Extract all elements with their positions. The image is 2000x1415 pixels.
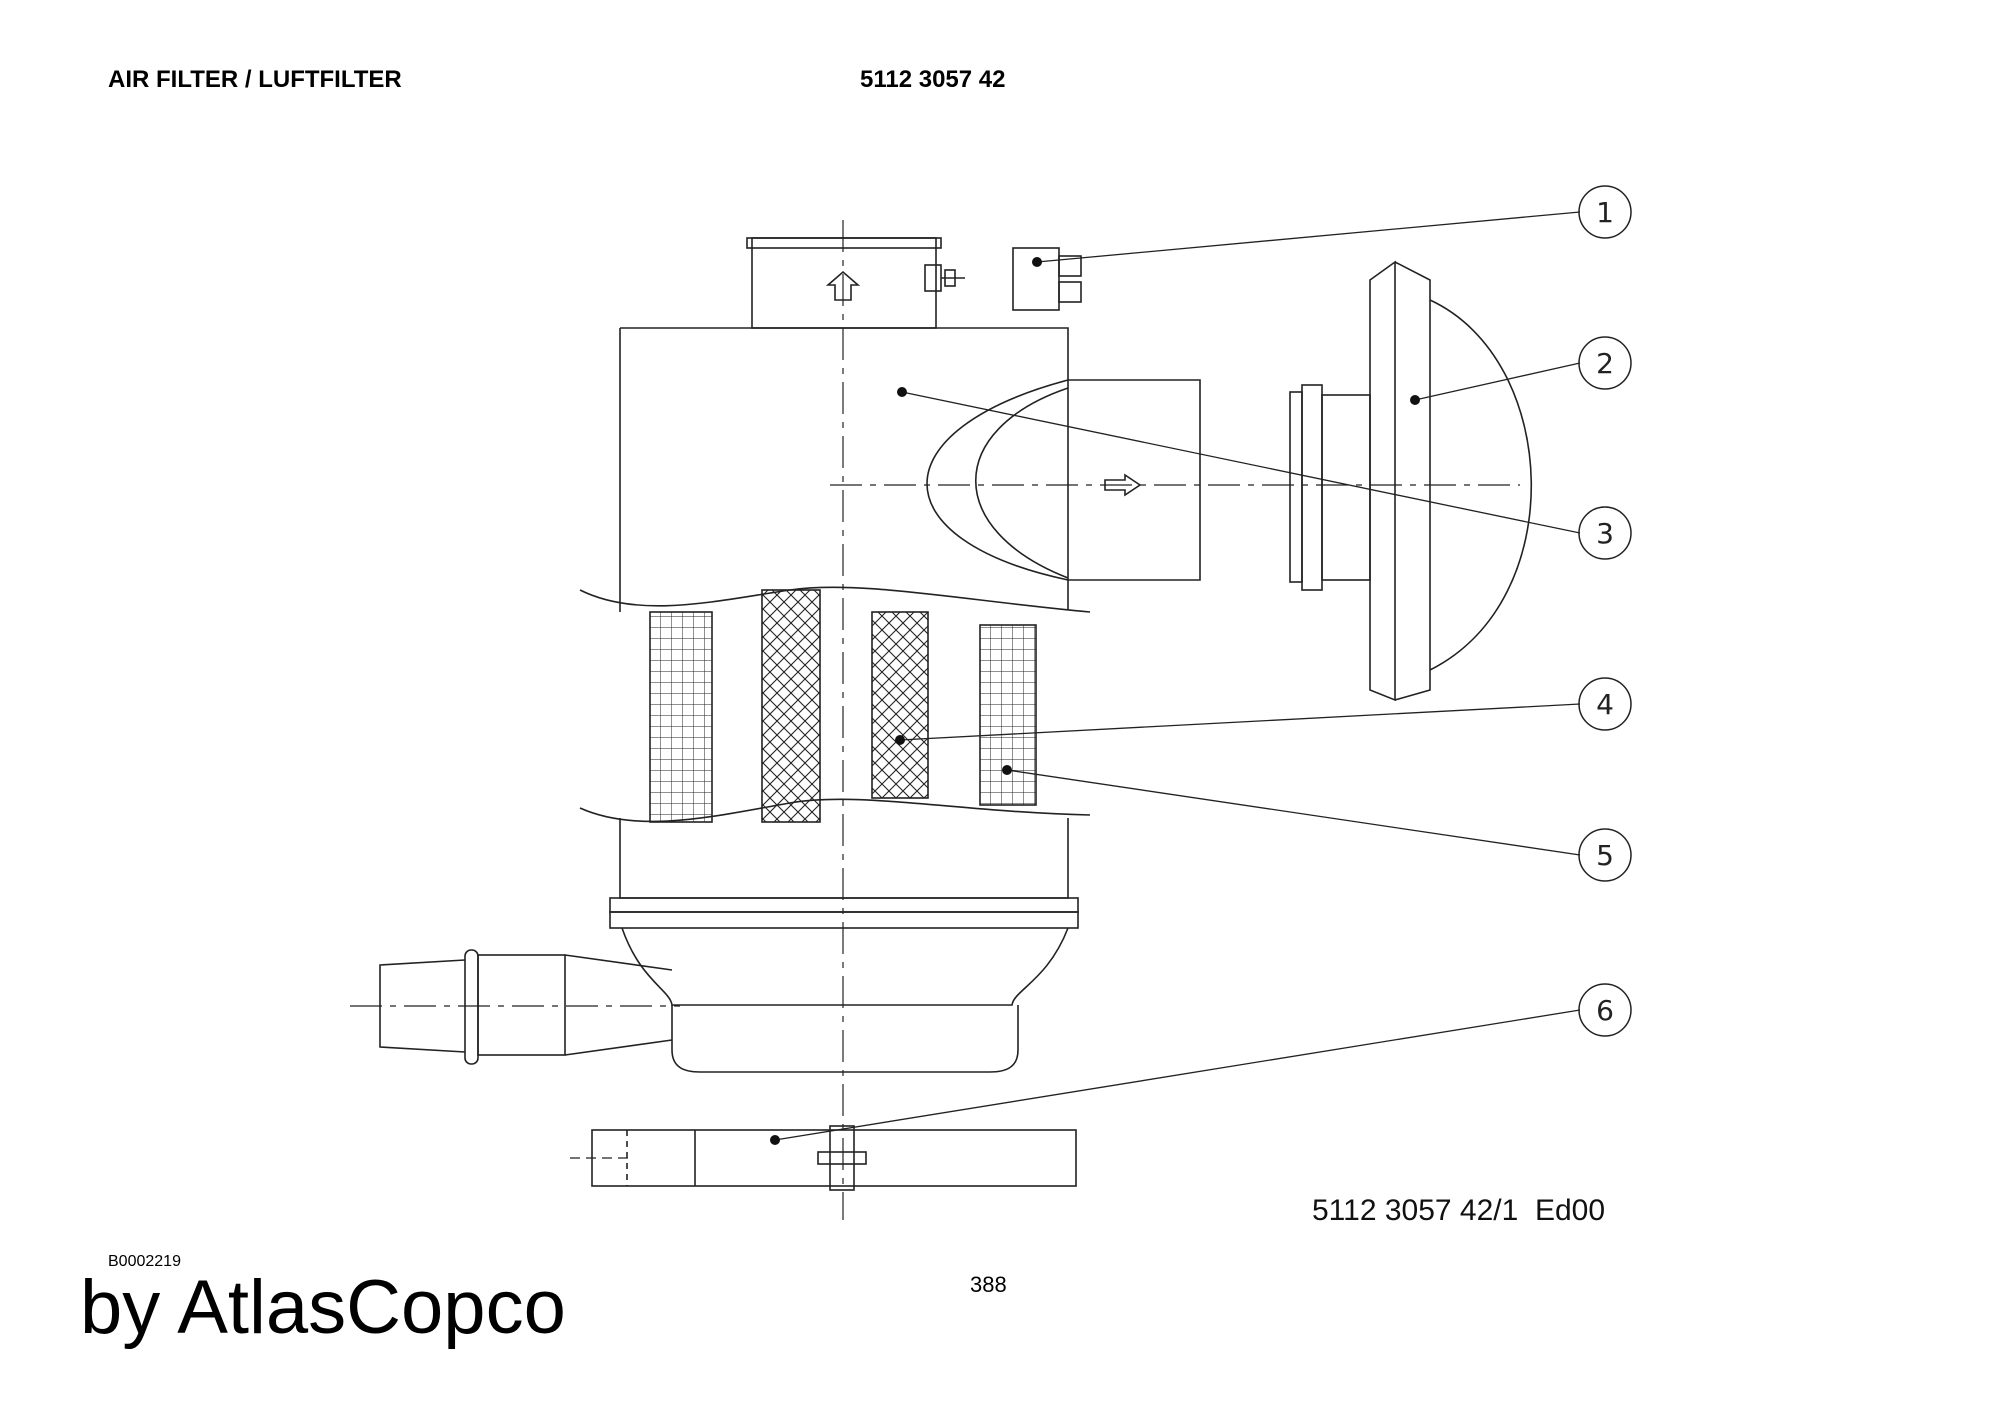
- callout-4: 4: [1578, 677, 1632, 731]
- callout-2: 2: [1578, 336, 1632, 390]
- svg-text:4: 4: [1596, 688, 1614, 721]
- drawing-reference: 5112 3057 42/1 Ed00: [1312, 1194, 1605, 1227]
- svg-text:1: 1: [1596, 196, 1614, 229]
- brand-watermark: by AtlasCopco: [80, 1265, 566, 1350]
- part-number: 5112 3057 42: [860, 66, 1006, 93]
- callout-1: 1: [1578, 185, 1632, 239]
- document-title: AIR FILTER / LUFTFILTER: [108, 66, 402, 93]
- page-number: 388: [970, 1272, 1007, 1297]
- callout-6: 6: [1578, 983, 1632, 1037]
- leader-lines: [774, 211, 1581, 1141]
- leader-dots: [770, 257, 1420, 1145]
- callout-bubbles: 1 2 3 4 5 6: [1578, 185, 1632, 1037]
- callout-3: 3: [1578, 506, 1632, 560]
- svg-text:5: 5: [1596, 839, 1614, 872]
- svg-text:6: 6: [1596, 994, 1614, 1027]
- air-filter-linework: [350, 211, 1581, 1220]
- callout-5: 5: [1578, 828, 1632, 882]
- document-code: B0002219: [108, 1253, 181, 1270]
- svg-text:3: 3: [1596, 517, 1614, 550]
- svg-text:2: 2: [1596, 347, 1614, 380]
